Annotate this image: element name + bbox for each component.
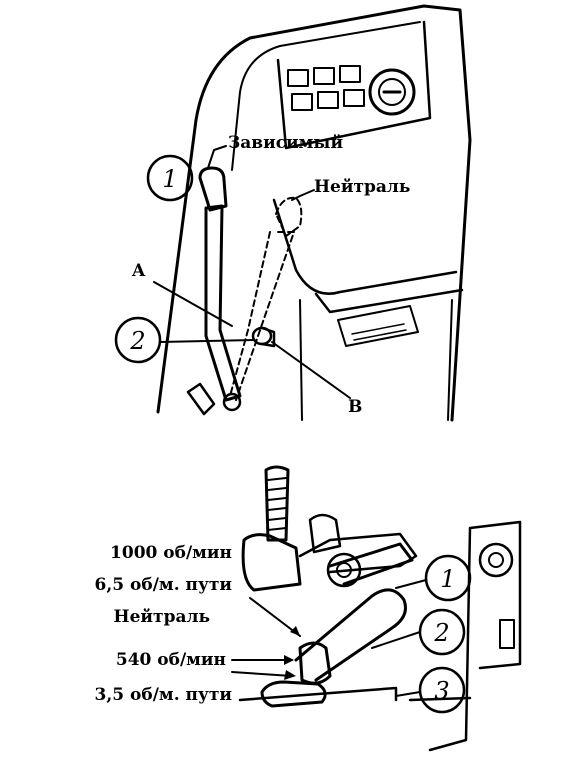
gearbox-housing	[241, 533, 302, 592]
lock-pin	[251, 326, 276, 348]
label-a: A	[131, 261, 146, 281]
label-dependent: Зависимый	[228, 133, 343, 153]
console-body	[272, 198, 458, 295]
gauge-icon	[368, 68, 416, 116]
svg-text:2: 2	[433, 619, 449, 647]
callout-2-bottom: 2	[418, 608, 466, 656]
svg-text:1: 1	[440, 565, 455, 593]
gearbox-flange	[308, 513, 342, 554]
label-b: B	[348, 397, 362, 417]
cab-pillar	[156, 4, 472, 422]
pointer-3-bottom	[395, 691, 421, 697]
svg-text:1: 1	[162, 165, 177, 193]
top-illustration: Зависимый Нейтраль A B 1 2	[114, 4, 472, 422]
pointer-2	[159, 339, 255, 343]
shift-lever	[294, 588, 407, 682]
label-neutral: Нейтраль	[314, 177, 410, 197]
svg-text:3: 3	[434, 677, 449, 705]
label-3-5-track: 3,5 об/м. пути	[95, 685, 233, 705]
callout-1-bottom: 1	[424, 554, 472, 602]
pointer-a	[153, 281, 233, 327]
label-1000-rpm: 1000 об/мин	[110, 543, 232, 563]
pointer-dependent	[207, 145, 227, 169]
cab-pillar-inner	[231, 21, 421, 171]
callout-3-bottom: 3	[418, 666, 466, 714]
callout-2-top: 2	[114, 316, 162, 364]
pointer-1-bottom	[395, 579, 427, 589]
label-540-rpm: 540 об/мин	[116, 650, 226, 670]
indicator-lamps	[287, 65, 365, 111]
svg-text:2: 2	[129, 327, 145, 355]
bottom-illustration: 1000 об/мин 6,5 об/м. пути Нейтраль 540 …	[95, 465, 522, 752]
pto-lever-neutral	[229, 196, 303, 401]
console-step	[314, 288, 464, 314]
pointer-2-bottom	[371, 631, 421, 649]
pto-lever-dependent	[186, 166, 242, 416]
callout-1-top: 1	[146, 154, 194, 202]
bolt-icon	[478, 542, 514, 578]
console-vent	[337, 305, 419, 347]
label-6-5-track: 6,5 об/м. пути	[95, 575, 233, 595]
position-arrows	[231, 597, 301, 680]
console-lower	[299, 299, 453, 421]
linkage-rod	[328, 542, 414, 586]
label-neutral-bottom: Нейтраль	[114, 607, 210, 627]
pointer-b	[271, 341, 351, 399]
frame-slot	[499, 619, 515, 649]
right-frame	[428, 520, 522, 752]
lever-knob	[298, 641, 332, 685]
pointer-neutral	[291, 189, 315, 201]
threaded-rod	[264, 465, 290, 542]
console-edge	[276, 20, 432, 150]
